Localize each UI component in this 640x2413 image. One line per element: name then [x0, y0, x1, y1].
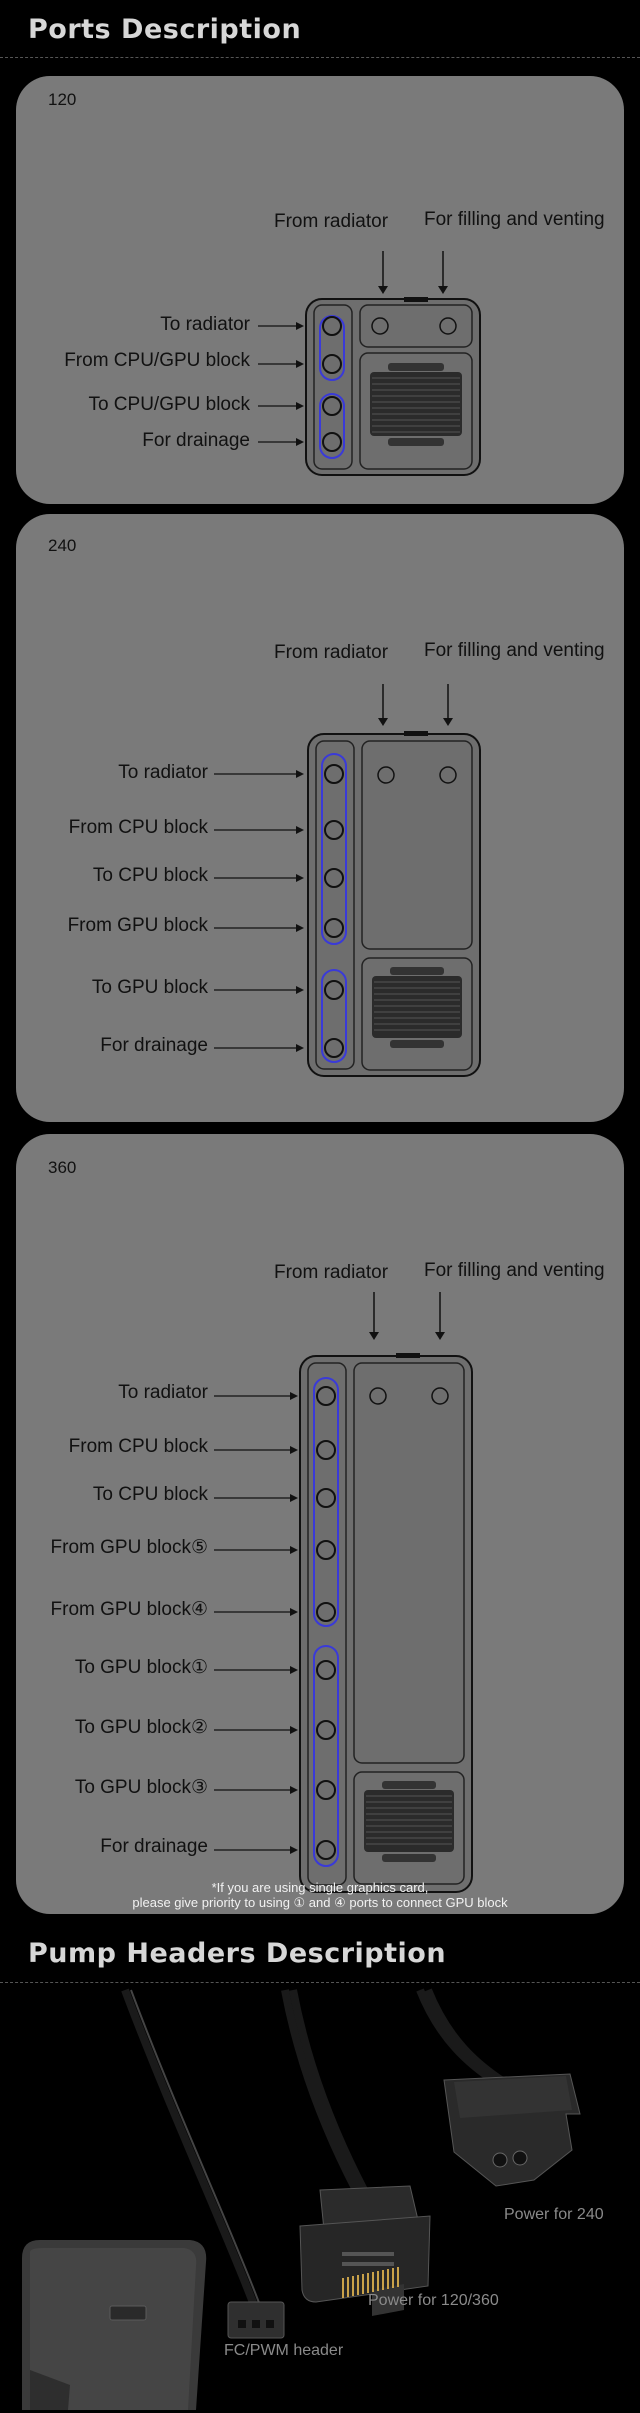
reservoir-360-diagram	[214, 1292, 473, 1893]
port-label: From CPU block	[68, 817, 208, 838]
panel-240: 240 From radiator For filling and ventin…	[16, 514, 624, 1122]
divider	[0, 1982, 640, 1983]
label-filling-venting: For filling and venting	[424, 640, 605, 661]
pump-headers-illustration	[22, 1988, 581, 2410]
port-label: From GPU block	[67, 915, 208, 936]
label-filling-venting: For filling and venting	[424, 209, 605, 230]
label-power-120-360: Power for 120/360	[368, 2292, 499, 2309]
port-label: To GPU block①	[74, 1657, 208, 1678]
port-label: To CPU/GPU block	[88, 394, 250, 415]
panel-120: 120 From radiator For filling and ventin…	[16, 76, 624, 504]
divider	[0, 57, 640, 58]
port-label: From CPU block	[68, 1436, 208, 1457]
port-label: From GPU block⑤	[50, 1537, 208, 1558]
gpu-note-line2: please give priority to using ① and ④ po…	[132, 1895, 508, 1910]
ports-title: Ports Description	[28, 14, 302, 45]
port-label: For drainage	[142, 430, 250, 451]
label-filling-venting: For filling and venting	[424, 1260, 605, 1281]
molex-connector	[443, 2073, 581, 2187]
port-label: From GPU block④	[50, 1599, 208, 1620]
reservoir-120-diagram	[258, 251, 481, 476]
port-label: To radiator	[118, 762, 208, 783]
label-from-radiator: From radiator	[274, 211, 389, 232]
port-label: For drainage	[100, 1035, 208, 1056]
pump-headers-title: Pump Headers Description	[28, 1938, 447, 1969]
port-label: To CPU block	[92, 1484, 208, 1505]
port-label: From CPU/GPU block	[64, 350, 250, 371]
fc-pwm-connector	[227, 2301, 285, 2339]
port-label: For drainage	[100, 1836, 208, 1857]
port-label: To radiator	[118, 1382, 208, 1403]
label-power-240: Power for 240	[504, 2206, 604, 2223]
panel-label: 360	[48, 1158, 77, 1177]
port-label: To radiator	[160, 314, 250, 335]
port-label: To CPU block	[92, 865, 208, 886]
label-fc-pwm-header: FC/PWM header	[224, 2342, 344, 2359]
label-from-radiator: From radiator	[274, 642, 389, 663]
port-label: To GPU block	[91, 977, 208, 998]
panel-360: 360 From radiator For filling and ventin…	[16, 1134, 624, 1914]
port-label: To GPU block②	[74, 1717, 208, 1738]
gpu-note-line1: *If you are using single graphics card,	[211, 1880, 429, 1895]
label-from-radiator: From radiator	[274, 1262, 389, 1283]
sata-connector	[299, 2185, 431, 2316]
port-label: To GPU block③	[74, 1777, 208, 1798]
reservoir-240-diagram	[214, 684, 481, 1077]
panel-label: 120	[48, 90, 77, 109]
panel-label: 240	[48, 536, 77, 555]
